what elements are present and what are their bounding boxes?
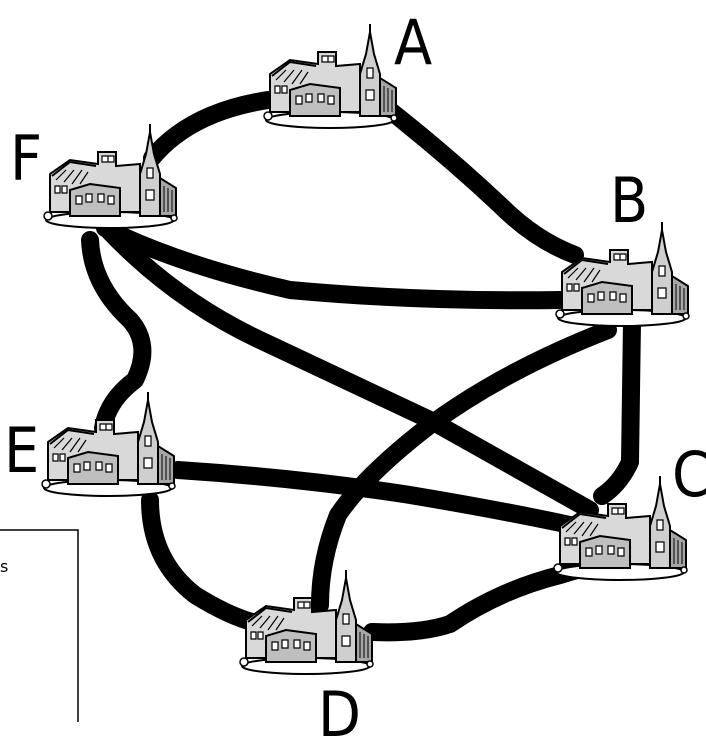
node-label-D: D (318, 678, 361, 751)
town-C: C (553, 438, 706, 581)
road-E-C (169, 461, 579, 534)
town-D: D (239, 569, 374, 751)
road-E-D (141, 491, 274, 634)
node-label-F: F (10, 122, 42, 195)
node-label-C: C (672, 438, 706, 511)
town-with-church-icon (239, 569, 374, 675)
town-with-church-icon (263, 23, 398, 129)
road-F-E (81, 231, 152, 437)
road-F-C (101, 223, 599, 519)
roads (81, 91, 641, 642)
town-A: A (263, 6, 432, 129)
road-A-B (383, 103, 584, 264)
cropped-box-text: s (0, 557, 8, 576)
town-E: E (4, 391, 176, 497)
town-B: B (555, 164, 690, 327)
road-F-B (96, 219, 569, 310)
town-F: F (10, 122, 178, 229)
node-label-B: B (610, 164, 648, 237)
road-B-D (311, 321, 617, 614)
cropped-text-box: s (0, 529, 79, 722)
town-with-church-icon (555, 221, 690, 327)
node-label-A: A (394, 6, 432, 79)
road-B-C (593, 313, 641, 505)
node-label-E: E (4, 414, 39, 487)
road-A-F (143, 91, 277, 167)
